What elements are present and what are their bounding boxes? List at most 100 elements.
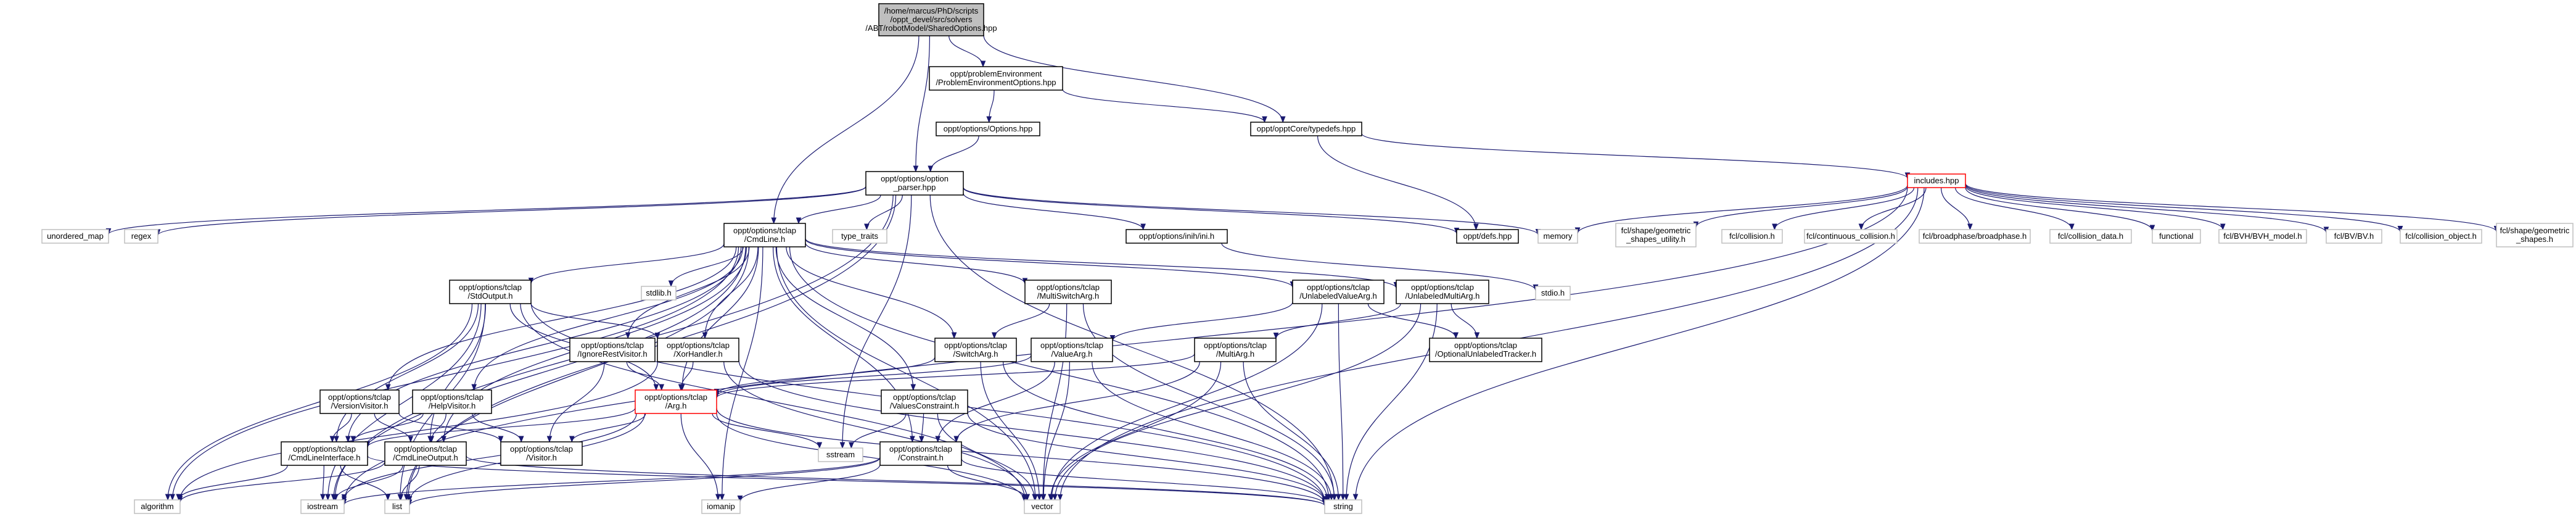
node-box[interactable] bbox=[412, 389, 492, 414]
node-box bbox=[1721, 229, 1783, 244]
node-box[interactable] bbox=[1292, 280, 1385, 304]
node-stdio: stdio.h bbox=[1535, 286, 1571, 301]
node-box[interactable] bbox=[936, 122, 1040, 136]
node-cmdline[interactable]: oppt/options/tclap/CmdLine.h bbox=[723, 223, 806, 247]
node-box[interactable] bbox=[1907, 173, 1966, 188]
edge-cmdlineoutput-to-algorithm bbox=[180, 461, 385, 502]
edge-includes-to-fcl_data bbox=[1955, 187, 2072, 230]
node-box[interactable] bbox=[384, 441, 467, 466]
node-constraint[interactable]: oppt/options/tclap/Constraint.h bbox=[879, 441, 962, 466]
node-inih[interactable]: oppt/options/inih/ini.h bbox=[1125, 229, 1228, 244]
node-ignorerest[interactable]: oppt/options/tclap/IgnoreRestVisitor.h bbox=[569, 338, 656, 362]
node-typedefs[interactable]: oppt/opptCore/typedefs.hpp bbox=[1250, 122, 1362, 136]
node-box bbox=[832, 229, 887, 244]
edge-unlabeledvalue-to-valuearg bbox=[1113, 301, 1293, 341]
node-optunlabeled[interactable]: oppt/options/tclap/OptionalUnlabeledTrac… bbox=[1429, 338, 1542, 362]
node-valuearg[interactable]: oppt/options/tclap/ValueArg.h bbox=[1031, 338, 1113, 362]
node-box[interactable] bbox=[1125, 229, 1228, 244]
node-visitor[interactable]: oppt/options/tclap/Visitor.h bbox=[500, 441, 583, 466]
node-fcl-bv: fcl/BV/BV.h bbox=[2326, 229, 2382, 244]
node-label-line: includes.hpp bbox=[1914, 176, 1959, 185]
node-label-line: fcl/BV/BV.h bbox=[2334, 231, 2374, 241]
node-label-line: fcl/BVH/BVH_model.h bbox=[2223, 231, 2302, 241]
node-defs[interactable]: oppt/defs.hpp bbox=[1456, 229, 1519, 244]
edge-root-to-typedefs bbox=[983, 35, 1283, 122]
node-multiswitch[interactable]: oppt/options/tclap/MultiSwitchArg.h bbox=[1024, 280, 1112, 304]
node-valuesconstraint[interactable]: oppt/options/tclap/ValuesConstraint.h bbox=[881, 389, 968, 414]
node-unlabeledmulti[interactable]: oppt/options/tclap/UnlabeledMultiArg.h bbox=[1396, 280, 1489, 304]
edge-includes-to-memory bbox=[1578, 185, 1908, 234]
node-options[interactable]: oppt/options/Options.hpp bbox=[936, 122, 1040, 136]
node-box[interactable] bbox=[1250, 122, 1362, 136]
node-box[interactable] bbox=[865, 171, 964, 196]
node-option-parser[interactable]: oppt/options/option_parser.hpp bbox=[865, 171, 964, 196]
node-label-line: oppt/options/tclap bbox=[1204, 341, 1267, 350]
node-label-line: /Visitor.h bbox=[526, 453, 557, 462]
node-problem-env[interactable]: oppt/problemEnvironment/ProblemEnvironme… bbox=[929, 66, 1063, 91]
edge-unlabeledvalue-to-vector bbox=[1051, 303, 1323, 500]
node-label-line: /IgnoreRestVisitor.h bbox=[577, 349, 647, 359]
node-label-line: /CmdLineInterface.h bbox=[288, 453, 360, 462]
node-box[interactable] bbox=[1031, 338, 1113, 362]
node-box[interactable] bbox=[281, 441, 368, 466]
node-box[interactable] bbox=[929, 66, 1063, 91]
edge-cmdline-to-valuesconstraint bbox=[775, 246, 913, 390]
node-box[interactable] bbox=[319, 389, 400, 414]
node-box[interactable] bbox=[569, 338, 656, 362]
node-label-line: /Constraint.h bbox=[898, 453, 944, 462]
edge-arg-to-iostream bbox=[344, 413, 637, 500]
node-box bbox=[2326, 229, 2382, 244]
edge-option_parser-to-unordered_map bbox=[109, 186, 866, 235]
node-cmdlineinterface[interactable]: oppt/options/tclap/CmdLineInterface.h bbox=[281, 441, 368, 466]
node-box[interactable] bbox=[1396, 280, 1489, 304]
node-cmdlineoutput[interactable]: oppt/options/tclap/CmdLineOutput.h bbox=[384, 441, 467, 466]
node-box bbox=[124, 229, 158, 244]
edge-arg-to-sstream bbox=[712, 413, 820, 449]
edge-option_parser-to-defs bbox=[963, 188, 1457, 234]
node-box bbox=[300, 499, 345, 514]
node-switcharg[interactable]: oppt/options/tclap/SwitchArg.h bbox=[934, 338, 1017, 362]
node-box[interactable] bbox=[635, 389, 717, 414]
node-list: list bbox=[384, 499, 410, 514]
node-label-line: oppt/options/tclap bbox=[1037, 283, 1100, 292]
node-label-line: oppt/options/tclap bbox=[328, 392, 391, 402]
node-xorhandler[interactable]: oppt/options/tclap/XorHandler.h bbox=[657, 338, 739, 362]
node-unlabeledvalue[interactable]: oppt/options/tclap/UnlabeledValueArg.h bbox=[1292, 280, 1385, 304]
node-label-line: fcl/collision.h bbox=[1729, 231, 1775, 241]
node-box bbox=[2496, 223, 2574, 247]
node-box[interactable] bbox=[879, 441, 962, 466]
edge-xorhandler-to-string bbox=[738, 359, 1325, 502]
node-label-line: oppt/options/tclap bbox=[644, 392, 707, 402]
node-box[interactable] bbox=[723, 223, 806, 247]
node-fcl-data: fcl/collision_data.h bbox=[2049, 229, 2132, 244]
node-box[interactable] bbox=[500, 441, 583, 466]
node-box[interactable] bbox=[881, 389, 968, 414]
node-box bbox=[2152, 229, 2201, 244]
node-versionvisitor[interactable]: oppt/options/tclap/VersionVisitor.h bbox=[319, 389, 400, 414]
node-box[interactable] bbox=[1429, 338, 1542, 362]
edge-constraint-to-string bbox=[961, 459, 1325, 505]
node-includes[interactable]: includes.hpp bbox=[1907, 173, 1966, 188]
node-label-line: iomanip bbox=[707, 502, 735, 511]
node-box[interactable] bbox=[1456, 229, 1519, 244]
node-fcl-collision: fcl/collision.h bbox=[1721, 229, 1783, 244]
node-label-line: oppt/options/tclap bbox=[510, 444, 573, 454]
edge-includes-to-fcl_geom bbox=[1965, 183, 2496, 232]
node-label-line: /OptionalUnlabeledTracker.h bbox=[1435, 349, 1536, 359]
node-multiarg[interactable]: oppt/options/tclap/MultiArg.h bbox=[1194, 338, 1277, 362]
edge-cmdline-to-stdoutput bbox=[531, 243, 725, 284]
node-box[interactable] bbox=[449, 280, 532, 304]
node-label-line: list bbox=[392, 502, 402, 511]
edge-cmdlineinterface-to-algorithm bbox=[179, 465, 288, 500]
node-box[interactable] bbox=[657, 338, 739, 362]
node-iomanip: iomanip bbox=[701, 499, 741, 514]
node-box[interactable] bbox=[934, 338, 1017, 362]
node-label-line: oppt/options/Options.hpp bbox=[944, 124, 1033, 133]
node-arg[interactable]: oppt/options/tclap/Arg.h bbox=[635, 389, 717, 414]
edge-cmdline-to-unlabeledvalue bbox=[805, 239, 1293, 288]
node-stdoutput[interactable]: oppt/options/tclap/StdOutput.h bbox=[449, 280, 532, 304]
node-box[interactable] bbox=[1194, 338, 1277, 362]
edge-xorhandler-to-vector bbox=[723, 361, 1027, 500]
node-box[interactable] bbox=[1024, 280, 1112, 304]
node-helpvisitor[interactable]: oppt/options/tclap/HelpVisitor.h bbox=[412, 389, 492, 414]
